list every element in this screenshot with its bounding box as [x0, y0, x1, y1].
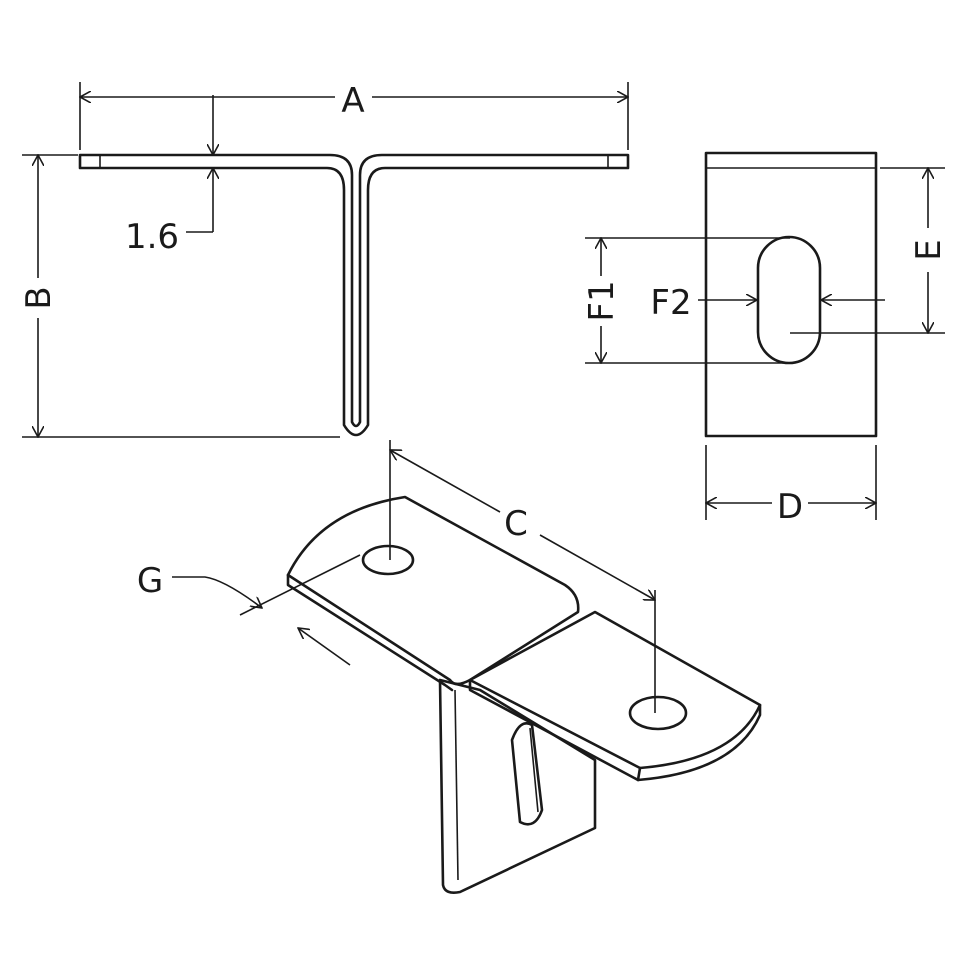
dimension-e: E	[790, 168, 949, 333]
dimension-b: B	[19, 155, 340, 437]
hole	[361, 544, 415, 576]
label-b: B	[19, 286, 59, 309]
hole	[628, 695, 688, 731]
label-thickness: 1.6	[125, 217, 179, 257]
label-g: G	[137, 561, 163, 601]
dimension-f1: F1	[582, 238, 790, 363]
front-view	[78, 153, 630, 437]
label-f1: F1	[582, 280, 622, 321]
label-a: A	[341, 81, 364, 121]
dimension-f2: F2	[650, 283, 885, 323]
dimension-thickness: 1.6	[125, 95, 213, 257]
dimension-d: D	[706, 445, 876, 527]
label-d: D	[777, 487, 803, 527]
label-e: E	[909, 239, 949, 260]
label-c: C	[504, 504, 528, 544]
dimension-g: G	[137, 554, 361, 666]
web-slot	[510, 722, 544, 826]
isometric-view	[286, 495, 762, 894]
slot	[756, 235, 822, 365]
label-f2: F2	[650, 283, 691, 323]
side-view	[704, 151, 878, 438]
dimension-a: A	[80, 81, 628, 150]
dimension-c: C	[390, 440, 655, 713]
